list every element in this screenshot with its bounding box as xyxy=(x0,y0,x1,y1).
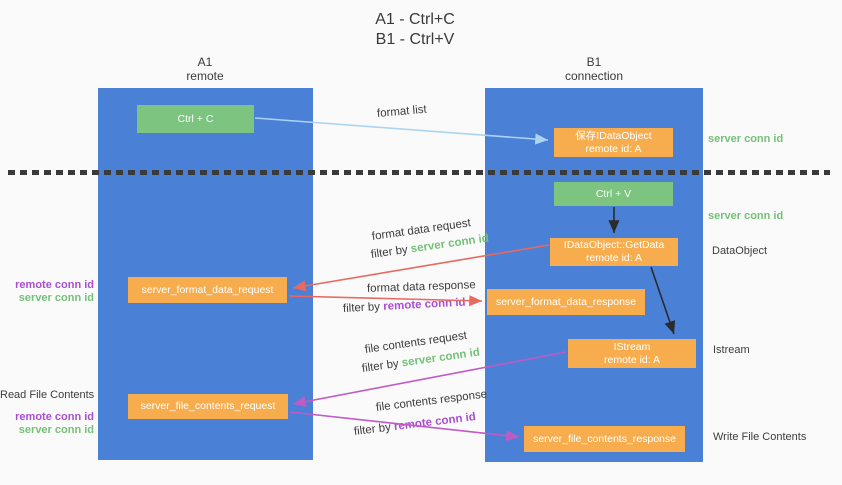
filter-by-text: filter by xyxy=(353,421,392,438)
column-header-b1: B1 connection xyxy=(539,55,649,83)
diagram-title: A1 - Ctrl+C B1 - Ctrl+V xyxy=(330,10,500,50)
node-getdata-line1: IDataObject::GetData xyxy=(563,239,665,251)
label-filter-by-remote-conn-id-1: filter by remote conn id xyxy=(343,297,466,315)
session-separator-dotted-line xyxy=(8,170,830,175)
right-label-write-file-contents: Write File Contents xyxy=(713,431,807,443)
label-format-data-response: format data response xyxy=(366,279,476,295)
left-label-server-conn-id-1: server conn id xyxy=(18,292,94,304)
column-a1-subtitle: remote xyxy=(186,69,224,83)
node-server-format-data-request-label: server_format_data_request xyxy=(141,283,274,296)
left-label-server-conn-id-2: server conn id xyxy=(18,424,94,436)
filter-by-text: filter by xyxy=(342,301,381,315)
node-istream-line1: IStream xyxy=(613,340,651,353)
node-idataobject-getdata: IDataObject::GetData remote id: A xyxy=(550,238,678,266)
left-label-remote-conn-id-2: remote conn id xyxy=(15,411,94,423)
node-server-file-contents-request: server_file_contents_request xyxy=(128,394,288,419)
node-istream: IStream remote id: A xyxy=(568,339,696,368)
label-file-contents-response: file contents response xyxy=(375,388,488,414)
node-server-file-contents-response-label: server_file_contents_response xyxy=(532,432,676,445)
node-server-file-contents-request-label: server_file_contents_request xyxy=(140,400,276,412)
right-label-server-conn-id-top: server conn id xyxy=(708,133,784,145)
remote-conn-id-text: remote conn id xyxy=(393,411,477,434)
node-ctrl-c-label: Ctrl + C xyxy=(177,112,214,125)
column-b1-name: B1 xyxy=(586,55,602,69)
node-getdata-line2: remote id: A xyxy=(585,252,642,264)
column-a1-name: A1 xyxy=(197,55,213,69)
label-filter-by-remote-conn-id-2: filter by remote conn id xyxy=(353,411,476,438)
filter-by-text: filter by xyxy=(361,357,400,375)
server-conn-id-text: server conn id xyxy=(401,346,481,370)
right-label-server-conn-id-mid: server conn id xyxy=(708,210,784,222)
filter-by-text: filter by xyxy=(370,243,409,261)
right-label-istream: Istream xyxy=(713,344,750,356)
label-format-list: format list xyxy=(376,103,428,120)
left-labels-format-ids: remote conn id server conn id xyxy=(0,279,94,305)
node-ctrl-v: Ctrl + V xyxy=(554,182,673,206)
node-server-format-data-response-label: server_format_data_response xyxy=(495,295,637,308)
node-istream-line2: remote id: A xyxy=(603,353,661,366)
node-save-idataobject-line1: 保存IDataObject xyxy=(575,129,652,142)
node-server-format-data-response: server_format_data_response xyxy=(487,289,645,315)
node-save-idataobject: 保存IDataObject remote id: A xyxy=(554,128,673,157)
node-save-idataobject-line2: remote id: A xyxy=(585,142,642,155)
right-label-dataobject: DataObject xyxy=(712,245,768,257)
node-server-file-contents-response: server_file_contents_response xyxy=(524,426,685,452)
title-line-ctrl-v: B1 - Ctrl+V xyxy=(375,31,455,48)
left-label-read-file-contents: Read File Contents xyxy=(0,389,95,401)
column-b1-subtitle: connection xyxy=(564,69,624,83)
column-header-a1: A1 remote xyxy=(150,55,260,83)
node-server-format-data-request: server_format_data_request xyxy=(128,277,287,303)
left-label-remote-conn-id-1: remote conn id xyxy=(15,279,94,291)
node-ctrl-c: Ctrl + C xyxy=(137,105,254,133)
remote-conn-id-text: remote conn id xyxy=(382,296,466,313)
node-ctrl-v-label: Ctrl + V xyxy=(595,187,632,200)
title-line-ctrl-c: A1 - Ctrl+C xyxy=(375,11,455,28)
left-labels-file-ids: remote conn id server conn id xyxy=(0,411,94,437)
